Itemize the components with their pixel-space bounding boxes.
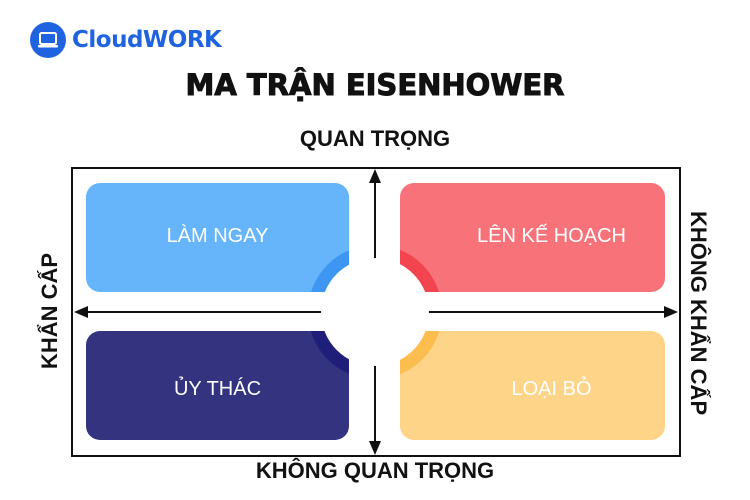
axis-label-urgent: KHẨN CẤP (37, 252, 62, 370)
page-title: MA TRẬN EISENHOWER (185, 68, 565, 103)
axis-label-important: QUAN TRỌNG (299, 126, 451, 151)
arrow-right-icon (664, 306, 678, 318)
quadrant-label-schedule: LÊN KẾ HOẠCH (477, 225, 626, 247)
quadrant-label-eliminate: LOẠI BỎ (511, 378, 592, 400)
axis-label-not-important: KHÔNG QUAN TRỌNG (255, 458, 495, 483)
laptop-icon (30, 22, 66, 58)
quadrant-label-do-now: LÀM NGAY (166, 225, 269, 247)
axis-label-not-urgent: KHÔNG KHẨN CẤP (686, 211, 711, 416)
arrow-left-icon (74, 306, 88, 318)
quadrant-label-delegate: ỦY THÁC (173, 378, 262, 400)
brand-name: CloudWORK (72, 27, 222, 53)
brand-logo: CloudWORK (30, 22, 222, 58)
matrix-frame (71, 167, 681, 457)
arrow-up-icon (369, 169, 381, 183)
arrow-down-icon (369, 441, 381, 455)
center-circle (321, 258, 429, 366)
